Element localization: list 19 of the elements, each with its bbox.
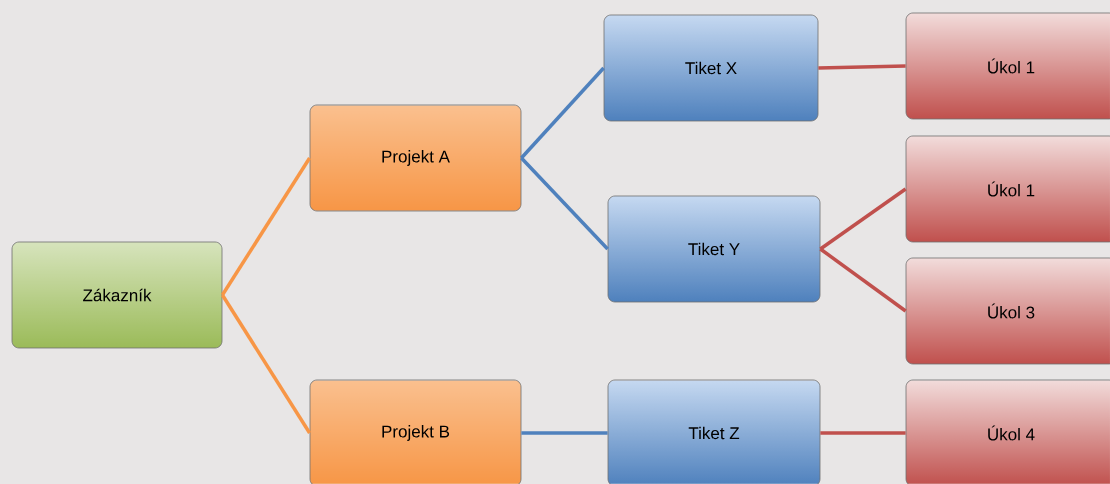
- connector-line: [819, 247, 907, 313]
- connector-line: [818, 64, 906, 70]
- connector-line: [520, 156, 609, 251]
- ticket-box: Tiket Z: [607, 379, 821, 484]
- task-box: Úkol 1: [905, 12, 1110, 120]
- ticket-box: Tiket X: [603, 14, 819, 122]
- task-box: Úkol 4: [905, 379, 1110, 484]
- connector-line: [820, 431, 906, 435]
- project-box: Projekt B: [309, 379, 522, 484]
- ticket-box: Tiket Y: [607, 195, 821, 303]
- task-box: Úkol 3: [905, 257, 1110, 365]
- task-box: Úkol 1: [905, 135, 1110, 243]
- connector-line: [220, 294, 312, 434]
- connector-line: [220, 157, 312, 296]
- connector-line: [520, 66, 605, 160]
- project-box: Projekt A: [309, 104, 522, 212]
- connector-line: [819, 187, 907, 251]
- connector-line: [521, 431, 608, 435]
- customer-box: Zákazník: [11, 241, 223, 349]
